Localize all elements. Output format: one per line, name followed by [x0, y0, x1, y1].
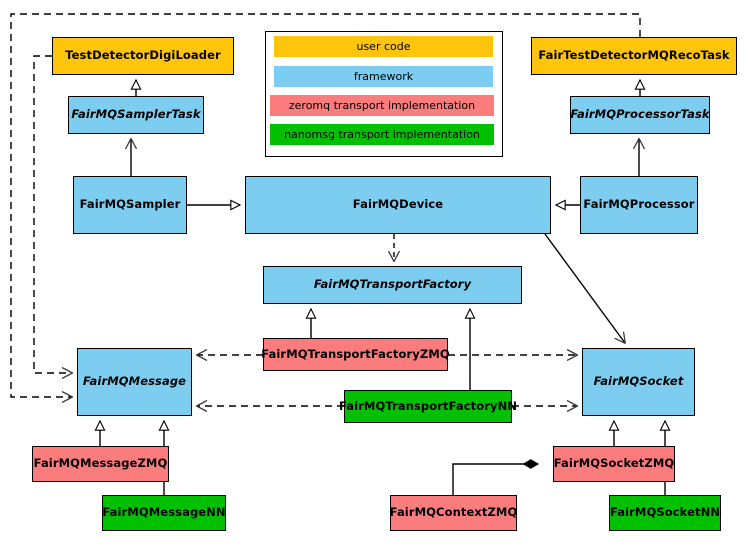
- class-node-fairmqtransportfactoryzmq[interactable]: FairMQTransportFactoryZMQ: [261, 338, 450, 371]
- class-node-fairmqsocket[interactable]: FairMQSocket: [582, 348, 695, 416]
- class-node-fairmqsocketnn[interactable]: FairMQSocketNN: [609, 495, 721, 531]
- class-node-fairmqprocessortask[interactable]: FairMQProcessorTask: [570, 96, 710, 134]
- edge-device-to-socket: [544, 233, 625, 343]
- class-node-fairtestdetectormqrecotask[interactable]: FairTestDetectorMQRecoTask: [531, 37, 737, 75]
- class-node-testdetectordigiloader[interactable]: TestDetectorDigiLoader: [52, 37, 234, 75]
- class-node-fairmqmessage[interactable]: FairMQMessage: [77, 348, 192, 416]
- class-node-fairmqdevice[interactable]: FairMQDevice: [245, 176, 551, 234]
- edge-digiloader-to-message: [33, 55, 72, 373]
- legend-item-zeromq: zeromq transport implementation: [270, 95, 494, 116]
- class-node-fairmqmessagezmq[interactable]: FairMQMessageZMQ: [32, 446, 169, 482]
- class-node-fairmqtransportfactory[interactable]: FairMQTransportFactory: [263, 266, 522, 304]
- legend-item-nanomsg: nanomsg transport implementation: [270, 124, 494, 145]
- class-node-fairmqtransportfactorynn[interactable]: FairMQTransportFactoryNN: [339, 390, 517, 423]
- class-node-fairmqsampler[interactable]: FairMQSampler: [73, 176, 187, 234]
- class-node-fairmqprocessor[interactable]: FairMQProcessor: [580, 176, 698, 234]
- class-node-fairmqmessagenn[interactable]: FairMQMessageNN: [102, 495, 226, 531]
- class-node-fairmqsamplertask[interactable]: FairMQSamplerTask: [68, 96, 204, 134]
- legend-item-user-code: user code: [274, 36, 493, 57]
- legend-item-framework: framework: [274, 66, 493, 87]
- class-node-fairmqcontextzmq[interactable]: FairMQContextZMQ: [390, 495, 517, 531]
- class-node-fairmqsocketzmq[interactable]: FairMQSocketZMQ: [553, 446, 675, 482]
- edge-contextzmq-to-socketzmq: [452, 464, 538, 495]
